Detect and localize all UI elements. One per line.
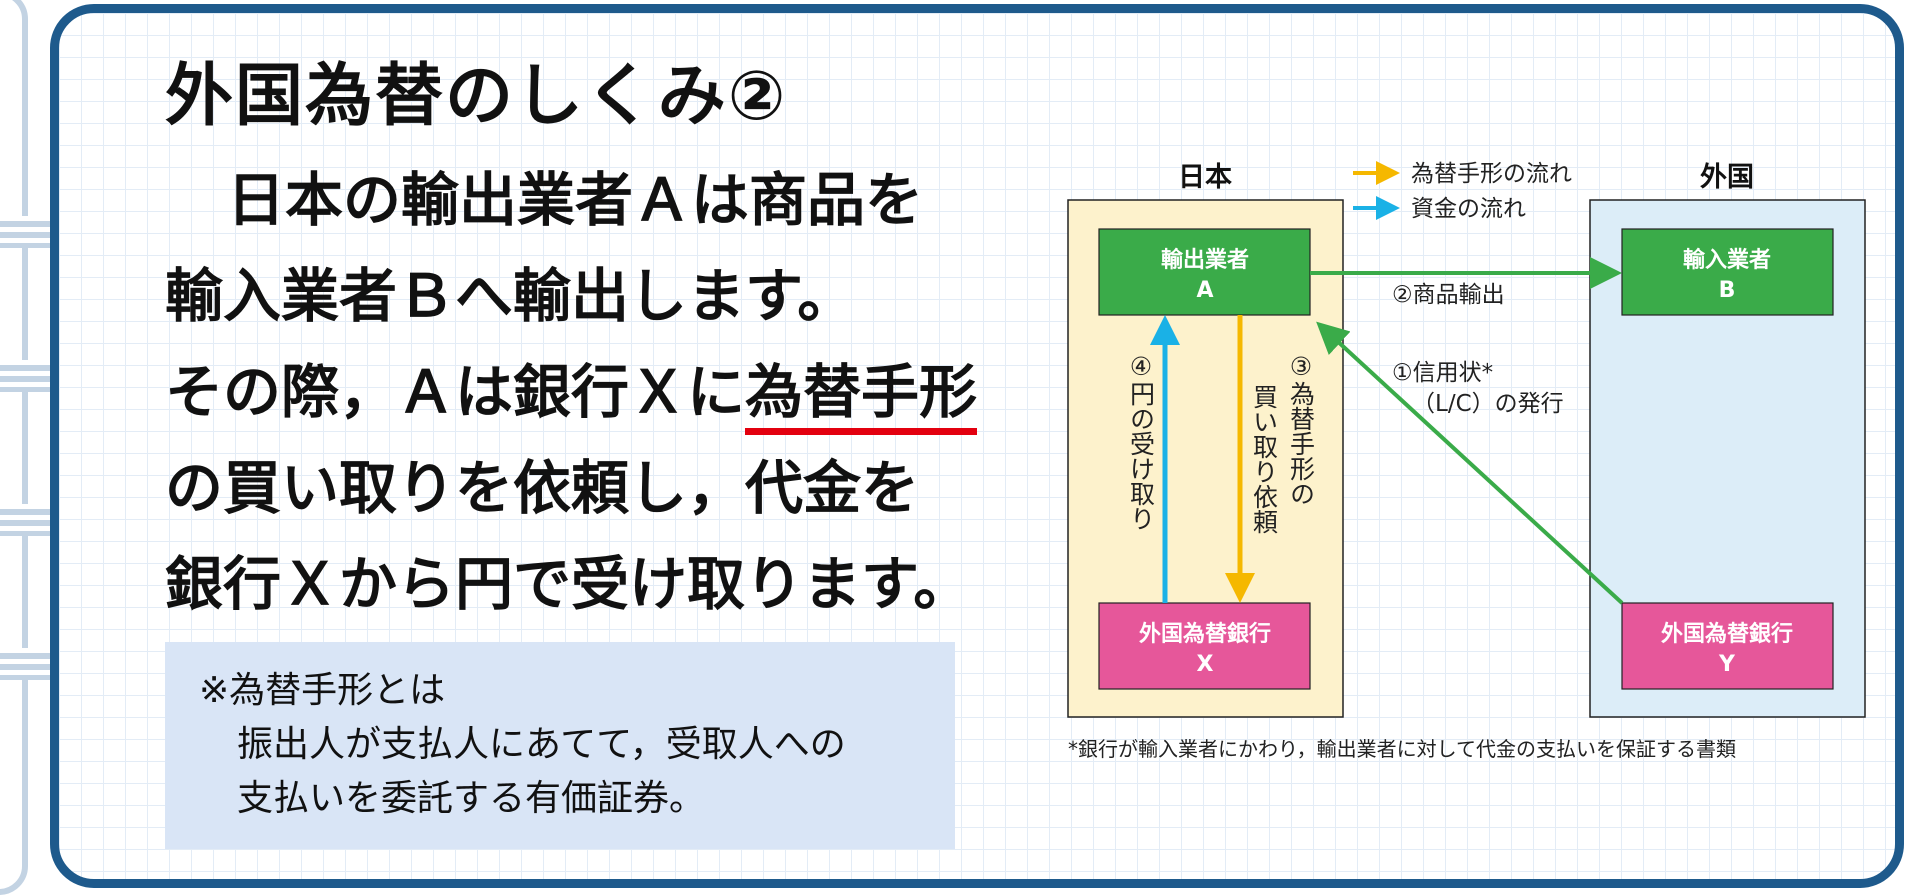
note-line-2: 振出人が支払人にあてて，受取人への (237, 724, 846, 765)
explanation-text: 日本の輸出業者Ａは商品を 輸入業者Ｂへ輸出します。 その際，Ａは銀行Ｘに為替手形… (165, 152, 995, 632)
notebook-binding (0, 0, 28, 895)
explanation-line-3: その際，Ａは銀行Ｘに為替手形 (165, 344, 995, 440)
bank-y-box (1621, 602, 1834, 690)
explanation-line-5: 銀行Ｘから円で受け取ります。 (165, 550, 972, 618)
exporter-a-letter: A (1196, 278, 1213, 303)
legend-draft-label: 為替手形の流れ (1411, 161, 1572, 187)
step2-label: ②商品輸出 (1392, 282, 1505, 308)
note-heading: ※為替手形とは (199, 670, 446, 711)
bank-x-box (1098, 602, 1311, 690)
underlined-term: 為替手形 (745, 358, 978, 435)
step4-label: ④円の受け取り (1127, 352, 1156, 531)
step1-label-line1: ①信用状* (1392, 360, 1493, 386)
bank-y-label: 外国為替銀行 (1661, 621, 1793, 647)
explanation-line-3-prefix: その際，Ａは銀行Ｘに (165, 358, 746, 426)
japan-label: 日本 (1178, 162, 1232, 193)
note-line-3: 支払いを委託する有価証券。 (237, 778, 706, 819)
foreign-label: 外国 (1700, 162, 1754, 193)
step1-label-line2: （L/C）の発行 (1412, 391, 1564, 417)
exporter-a-box (1098, 228, 1311, 316)
bank-x-label: 外国為替銀行 (1139, 621, 1271, 647)
importer-b-letter: B (1719, 278, 1736, 303)
exporter-a-label: 輸出業者 (1161, 247, 1249, 273)
importer-b-label: 輸入業者 (1683, 247, 1771, 273)
step3-label-line2: 買い取り依頼 (1250, 384, 1279, 534)
slide-title: 外国為替のしくみ② (165, 57, 788, 136)
explanation-line-2: 輸入業者Ｂへ輸出します。 (165, 262, 856, 330)
bank-x-letter: X (1197, 652, 1214, 677)
step3-label-line1: ③為替手形の (1287, 352, 1316, 506)
legend-money-label: 資金の流れ (1411, 196, 1526, 222)
footnote: *銀行が輸入業者にかわり，輸出業者に対して代金の支払いを保証する書類 (1068, 737, 1736, 761)
importer-b-box (1621, 228, 1834, 316)
explanation-line-4: の買い取りを依頼し，代金を (165, 454, 920, 522)
letter-of-credit-arrow (1316, 321, 1624, 605)
bank-y-letter: Y (1718, 652, 1736, 677)
definition-note: ※為替手形とは 振出人が支払人にあてて，受取人への 支払いを委託する有価証券。 (165, 642, 955, 849)
explanation-line-1: 日本の輸出業者Ａは商品を (227, 166, 924, 234)
